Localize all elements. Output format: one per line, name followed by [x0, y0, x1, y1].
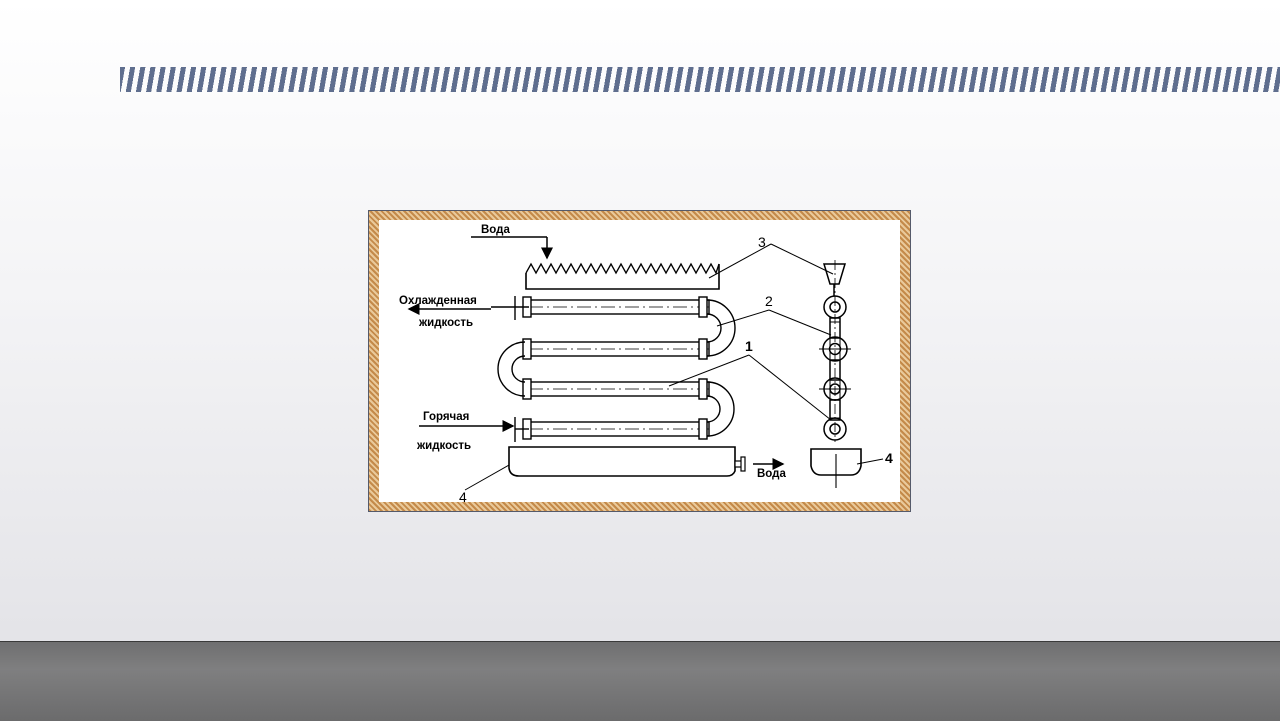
water-inlet-arrow — [471, 236, 553, 260]
water-inlet-label: Вода — [481, 224, 510, 236]
diagram-frame: Вода — [368, 210, 911, 512]
cooled-liquid-outlet — [407, 296, 529, 320]
floor-background — [0, 641, 1280, 721]
collection-tank — [508, 446, 785, 477]
callout-4-left: 4 — [459, 489, 467, 504]
pipe-flanges — [522, 296, 708, 440]
callout-2: 2 — [765, 293, 773, 309]
side-view — [810, 260, 862, 488]
u-bend-right-bottom — [706, 381, 735, 437]
diagram-canvas: Вода — [379, 220, 900, 504]
u-bend-left — [497, 341, 526, 397]
hot-liquid-label-2: жидкость — [416, 440, 471, 452]
hot-liquid-inlet — [419, 417, 529, 442]
u-bend-right-top — [706, 299, 736, 357]
decorative-stripe-bar — [120, 67, 1280, 92]
hot-liquid-label-1: Горячая — [423, 411, 469, 423]
callout-3: 3 — [758, 234, 766, 250]
cooled-liquid-label-2: жидкость — [418, 317, 473, 329]
callout-4-right: 4 — [885, 450, 893, 466]
leader-lines — [464, 243, 884, 491]
pipe-1 — [528, 299, 710, 315]
pipe-2 — [528, 341, 710, 357]
irrigation-trough — [525, 262, 720, 290]
cooled-liquid-label-1: Охлажденная — [399, 295, 477, 307]
pipe-3 — [528, 381, 710, 397]
pipe-4 — [528, 421, 710, 437]
heat-exchanger-diagram: Вода — [399, 224, 893, 504]
water-outlet-label: Вода — [757, 468, 786, 480]
callout-1: 1 — [745, 338, 753, 354]
